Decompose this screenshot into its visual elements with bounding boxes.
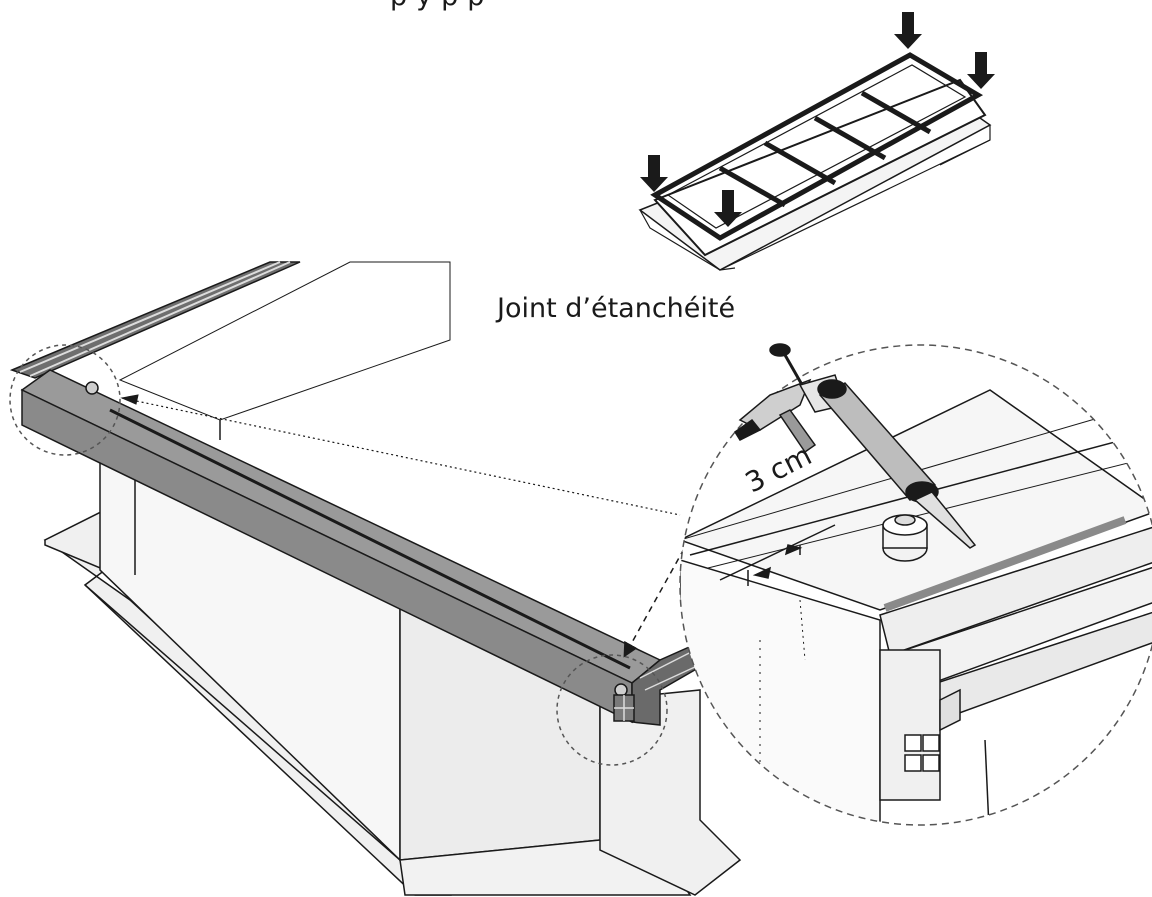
down-arrow-icon — [640, 12, 995, 227]
zoom-marker-circles — [9, 344, 668, 766]
skylight-frame-illustration — [638, 52, 992, 271]
top-caption: p y p p — [390, 0, 485, 12]
caulking-gun-icon — [733, 343, 977, 549]
seal-joint-label: Joint d’étanchéité — [497, 293, 736, 324]
